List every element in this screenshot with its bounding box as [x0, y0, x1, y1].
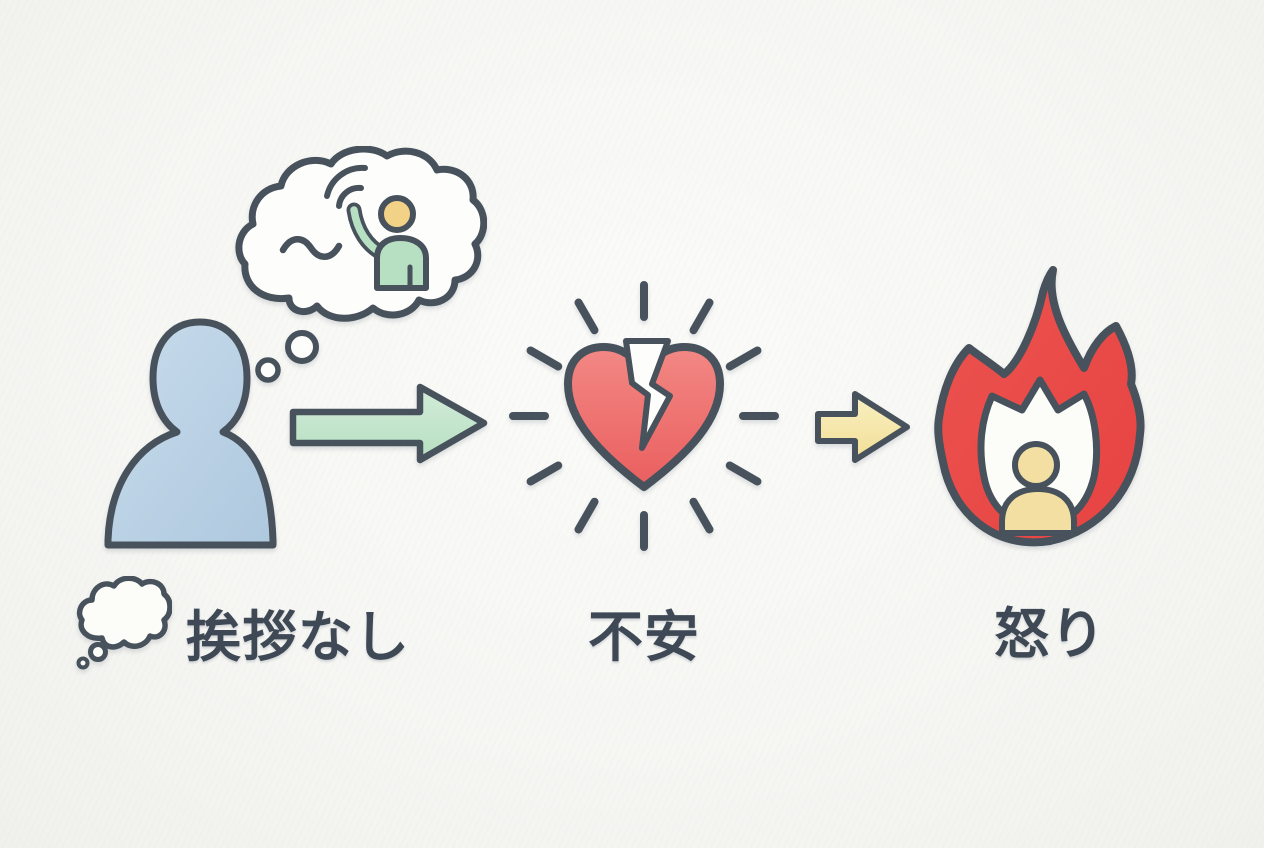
person-in-fire-icon [999, 441, 1077, 536]
arrow-right-green-icon [289, 383, 488, 464]
shock-rays-icon [509, 281, 779, 551]
anger-fire-icon [934, 266, 1145, 547]
label-reaction: 怒り [994, 602, 1107, 666]
squiggle-icon [279, 236, 343, 260]
label-feeling: 不安 [588, 605, 701, 669]
thought-cloud-icon [235, 146, 487, 322]
arrow-right-yellow-icon [815, 391, 910, 463]
broken-heart-icon [509, 281, 779, 551]
thought-trail-dots-icon [255, 330, 319, 383]
wave-lines-icon [324, 164, 368, 209]
person-silhouette-icon [104, 318, 277, 549]
waving-person-icon [346, 195, 429, 291]
thought-bubble-icon [76, 576, 172, 670]
lightning-crack-icon [623, 338, 673, 451]
label-trigger: 挨拶なし [186, 605, 411, 669]
